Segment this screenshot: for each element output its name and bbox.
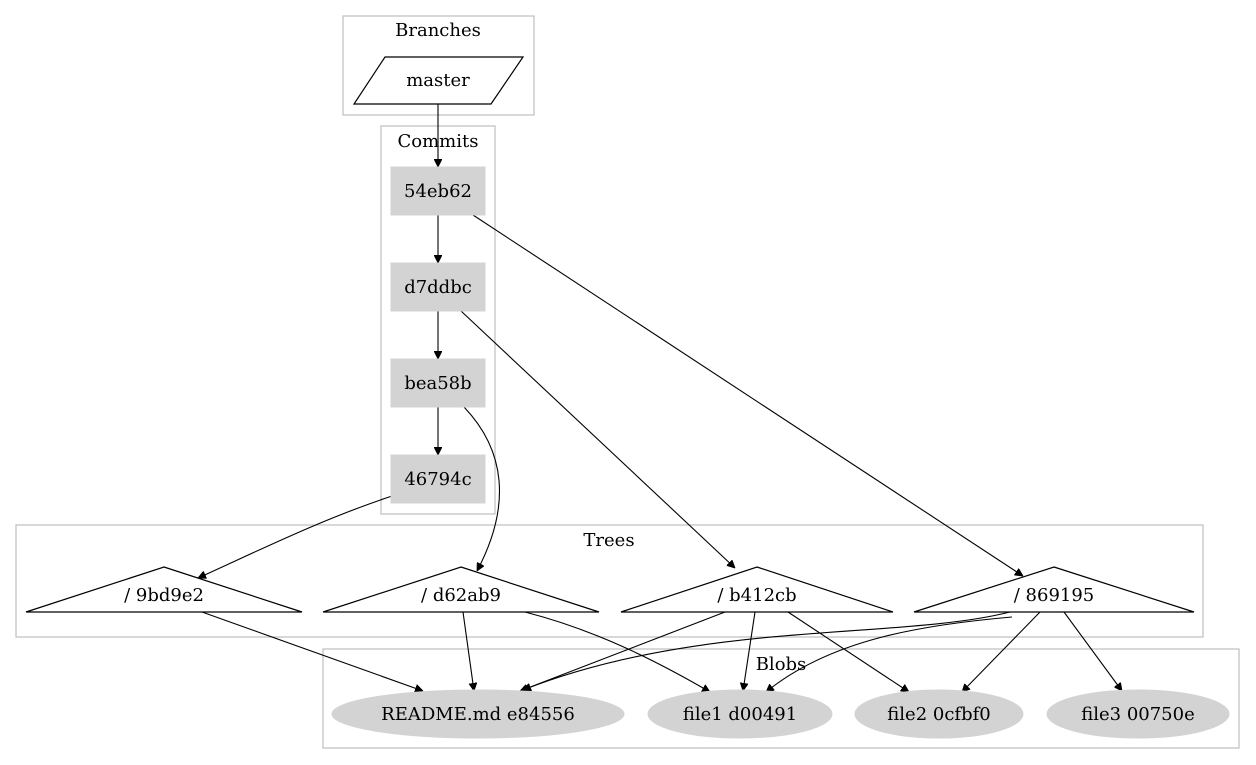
blob-node-file3-shape [1046,689,1230,739]
blob-node-file2[interactable]: file2 0cfbf0 [854,689,1024,739]
edge-t869195-to-file2 [962,611,1041,692]
commit-node-d7ddbc-shape [390,262,486,312]
blob-node-readme-label: README.md e84556 [381,704,575,725]
edge-c54eb62-to-t869195 [472,214,1023,576]
tree-node-b412cb-label: / b412cb [717,585,796,606]
tree-node-d62ab9-label: / d62ab9 [421,585,501,606]
commit-node-bea58b-shape [390,358,486,408]
blob-node-file2-label: file2 0cfbf0 [887,704,990,725]
branch-node-master-label: master [406,70,470,91]
edge-cbea58b-to-td62ab9 [463,406,501,571]
edge-td62ab9-to-file1 [524,611,710,693]
commit-node-bea58b-label: bea58b [404,373,471,394]
tree-node-9bd9e2-shape [25,566,303,613]
commit-node-bea58b[interactable]: bea58b [390,358,486,408]
cluster-blobs: Blobs [322,648,1240,749]
commit-node-d7ddbc-label: d7ddbc [404,277,472,298]
edge-tb412cb-to-file1 [743,611,756,691]
commit-node-46794c-shape [390,454,486,504]
tree-node-869195[interactable]: / 869195 [913,566,1195,613]
commit-node-54eb62-shape [390,166,486,216]
edge-c46794c-to-t9bd9e2 [198,495,393,578]
edge-t869195-to-file3 [1063,611,1122,691]
blob-node-readme-shape [331,689,625,739]
tree-node-b412cb[interactable]: / b412cb [620,566,894,613]
edge-t869195-to-file1 [766,616,1013,692]
commit-node-46794c[interactable]: 46794c [390,454,486,504]
blob-node-file3[interactable]: file3 00750e [1046,689,1230,739]
cluster-trees-label: Trees [583,530,634,551]
cluster-blobs-border [322,648,1240,749]
commit-node-54eb62-label: 54eb62 [404,181,472,202]
cluster-blobs-label: Blobs [756,654,807,675]
edge-t869195-to-readme [523,611,1011,690]
cluster-trees-border [15,524,1204,638]
tree-node-d62ab9-shape [322,566,600,613]
edge-td62ab9-to-readme [462,611,474,691]
commit-node-46794c-label: 46794c [404,469,471,490]
blob-node-file1-label: file1 d00491 [683,704,797,725]
cluster-branches-label: Branches [395,20,481,41]
commit-node-54eb62[interactable]: 54eb62 [390,166,486,216]
branch-node-master-shape [352,56,525,105]
edge-tb412cb-to-file2 [787,611,909,692]
branch-node-master[interactable]: master [352,56,525,105]
edges [198,104,1122,692]
tree-node-b412cb-shape [620,566,894,613]
blob-node-file2-shape [854,689,1024,739]
commit-node-d7ddbc[interactable]: d7ddbc [390,262,486,312]
blob-node-file1-shape [647,689,833,739]
tree-node-869195-label: / 869195 [1014,585,1095,606]
blob-node-file1[interactable]: file1 d00491 [647,689,833,739]
edge-t9bd9e2-to-readme [201,611,423,691]
cluster-trees: Trees [15,524,1204,638]
edge-cd7ddbc-to-tb412cb [460,310,735,568]
tree-node-869195-shape [913,566,1195,613]
blob-node-file3-label: file3 00750e [1081,704,1195,725]
tree-node-9bd9e2-label: / 9bd9e2 [124,585,204,606]
tree-node-9bd9e2[interactable]: / 9bd9e2 [25,566,303,613]
edge-tb412cb-to-readme [520,611,726,691]
blob-node-readme[interactable]: README.md e84556 [331,689,625,739]
tree-node-d62ab9[interactable]: / d62ab9 [322,566,600,613]
